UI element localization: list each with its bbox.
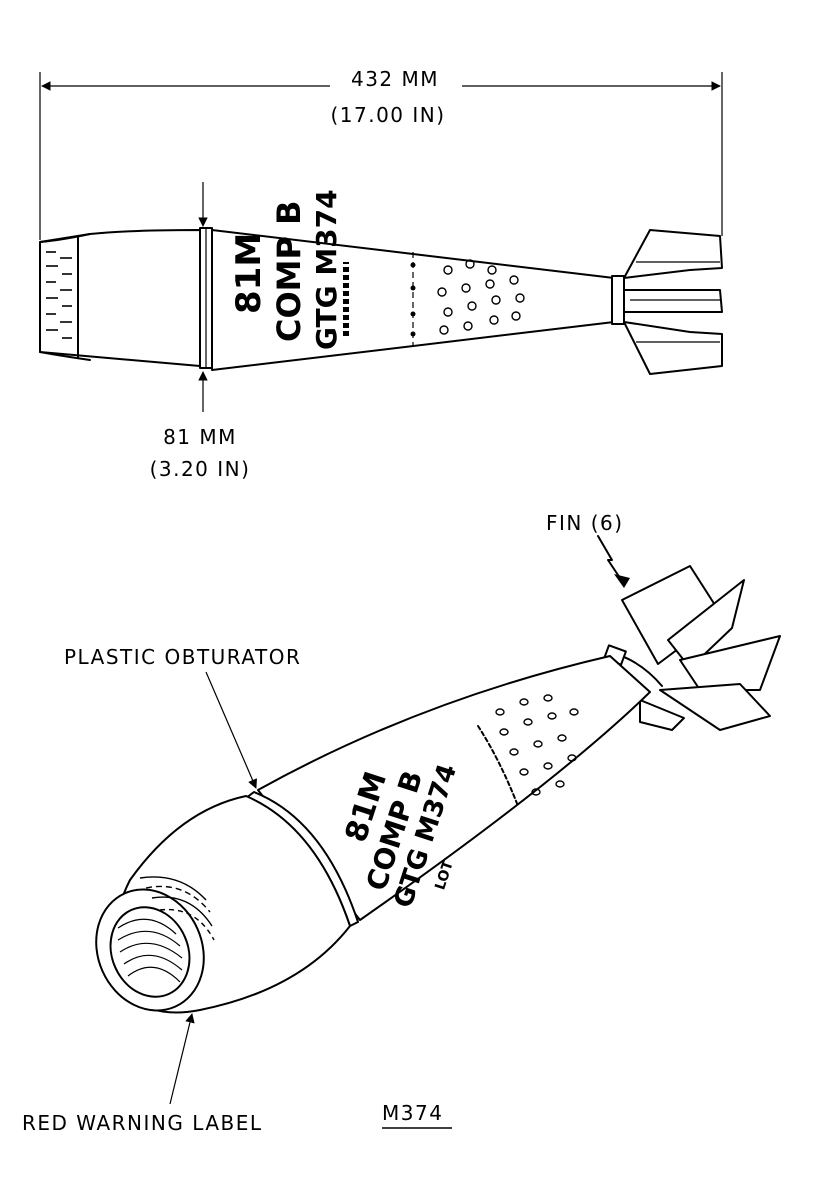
marking-gtg-m374: GTG M374 bbox=[310, 189, 343, 350]
obturator-callout: PLASTIC OBTURATOR bbox=[64, 645, 301, 789]
perspective-body bbox=[257, 655, 651, 921]
length-mm-label: 432 MM bbox=[351, 67, 439, 91]
marking-comp-b: COMP B bbox=[270, 200, 308, 342]
perspective-warning-texture bbox=[139, 876, 215, 941]
obturator-band bbox=[199, 227, 213, 369]
model-label: M374 bbox=[382, 1101, 443, 1125]
perspective-vent-holes bbox=[495, 694, 579, 796]
fin-assembly bbox=[611, 229, 723, 375]
model-designation: M374 bbox=[382, 1101, 452, 1129]
fuze-threads bbox=[117, 918, 183, 983]
fin-callout: FIN (6) bbox=[546, 511, 630, 588]
diameter-mm-label: 81 MM bbox=[163, 425, 237, 449]
side-view: 432 MM (17.00 IN) bbox=[39, 67, 723, 481]
marking-81m: 81M bbox=[229, 233, 269, 314]
body-markings: 81M COMP B GTG M374 bbox=[229, 189, 343, 350]
perspective-view: 81M COMP B GTG M374 LOT bbox=[22, 511, 781, 1135]
fuze-nose bbox=[39, 229, 201, 367]
fin-label: FIN (6) bbox=[546, 511, 624, 535]
obturator-label: PLASTIC OBTURATOR bbox=[64, 645, 301, 669]
nose-warning-texture bbox=[46, 251, 72, 339]
length-in-label: (17.00 IN) bbox=[330, 103, 445, 127]
warning-label-text: RED WARNING LABEL bbox=[22, 1111, 263, 1135]
perspective-fins bbox=[603, 565, 781, 731]
vent-holes bbox=[437, 259, 525, 335]
length-dimension: 432 MM (17.00 IN) bbox=[39, 67, 723, 240]
warning-label-callout: RED WARNING LABEL bbox=[22, 1013, 263, 1135]
perspective-fuze bbox=[95, 795, 351, 1014]
diameter-dimension: 81 MM (3.20 IN) bbox=[150, 182, 251, 481]
diameter-in-label: (3.20 IN) bbox=[150, 457, 251, 481]
